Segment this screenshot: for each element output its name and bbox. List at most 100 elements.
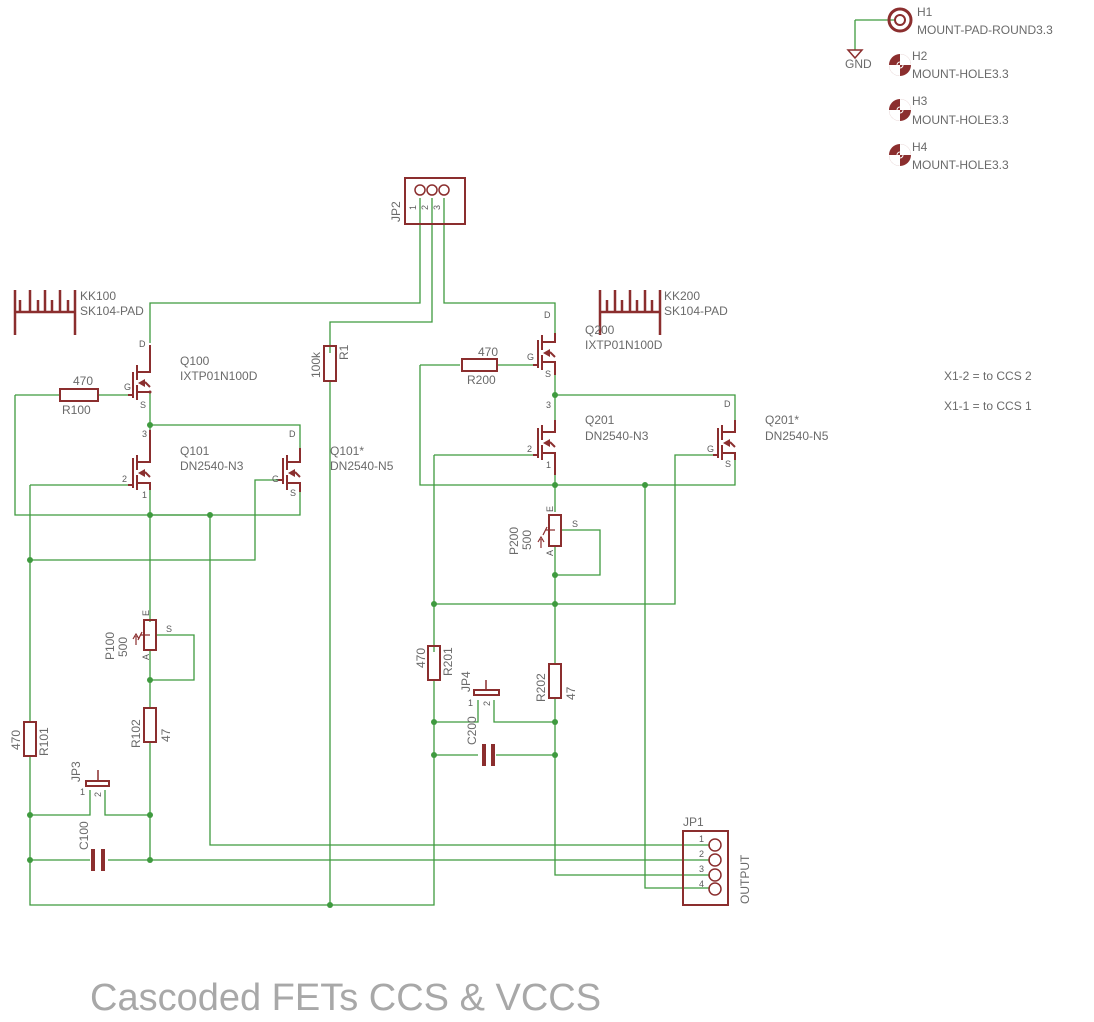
- q101-pin2: 2: [122, 474, 127, 484]
- q200-g: G: [527, 352, 534, 362]
- q201-pin1: 1: [546, 460, 551, 470]
- jp1-pin3: 3: [699, 864, 704, 874]
- heatsink-kk100: KK100 SK104-PAD: [13, 289, 144, 335]
- jp2-pin2: 2: [420, 205, 430, 210]
- h3-value: MOUNT-HOLE3.3: [912, 113, 1009, 127]
- mount-h4: H4 MOUNT-HOLE3.3: [889, 140, 1009, 172]
- pot-p200: E S A P200 500: [507, 506, 578, 556]
- q201s-d: D: [724, 399, 731, 409]
- c200-name: C200: [465, 716, 479, 745]
- p200-e: E: [545, 506, 555, 512]
- r101-value: 470: [9, 730, 23, 750]
- h2-name: H2: [912, 49, 928, 63]
- resistor-r101: 470 R101: [9, 721, 51, 757]
- q100-d: D: [139, 339, 146, 349]
- p100-value: 500: [116, 637, 130, 657]
- q200-s: S: [545, 369, 551, 379]
- jp2-pin1: 1: [408, 205, 418, 210]
- jp1-name: JP1: [683, 815, 704, 829]
- r100-name: R100: [62, 403, 91, 417]
- jp3-pin1: 1: [80, 787, 85, 797]
- kk200-value: SK104-PAD: [664, 304, 728, 318]
- h3-name: H3: [912, 94, 928, 108]
- pot-p100: E S A P100 500: [103, 610, 172, 660]
- q100-value: IXTP01N100D: [180, 369, 258, 383]
- q101-pin1: 1: [142, 490, 147, 500]
- resistor-r201: 470 R201: [414, 645, 455, 681]
- jp4-name: JP4: [459, 671, 473, 692]
- q101-pin3: 3: [142, 429, 147, 439]
- h1-name: H1: [917, 5, 933, 19]
- mosfet-q201-alt: D G S Q201* DN2540-N5: [707, 399, 829, 469]
- drawing-title: Cascoded FETs CCS & VCCS: [90, 977, 601, 1019]
- resistor-r202: R202 47: [534, 663, 578, 702]
- q101-value: DN2540-N3: [180, 459, 244, 473]
- mount-h3: H3 MOUNT-HOLE3.3: [889, 94, 1009, 127]
- p200-a: A: [545, 550, 555, 556]
- jumper-jp3: 1 2 JP3: [69, 761, 110, 797]
- h2-value: MOUNT-HOLE3.3: [912, 67, 1009, 81]
- q200-name: Q200: [585, 323, 615, 337]
- resistor-r1: 100k R1: [309, 344, 351, 382]
- note-2: X1-1 = to CCS 1: [944, 399, 1032, 413]
- q101s-s: S: [290, 488, 296, 498]
- p100-a: A: [141, 654, 151, 660]
- mosfet-q101: 3 2 1 Q101 DN2540-N3: [122, 429, 244, 500]
- mosfet-q100: D G S Q100 IXTP01N100D: [124, 339, 258, 410]
- jp4-pin1: 1: [468, 698, 473, 708]
- gnd-label: GND: [845, 57, 872, 71]
- jp1-pin2: 2: [699, 849, 704, 859]
- resistor-r200: 470 R200: [461, 345, 498, 387]
- p100-name: P100: [103, 632, 117, 660]
- q101s-d: D: [289, 429, 296, 439]
- q201s-value: DN2540-N5: [765, 429, 829, 443]
- wires: [14, 19, 900, 906]
- r202-name: R202: [534, 673, 548, 702]
- h1-value: MOUNT-PAD-ROUND3.3: [917, 23, 1053, 37]
- resistor-r100: 470 R100: [59, 374, 99, 417]
- q201-name: Q201: [585, 413, 615, 427]
- r102-name: R102: [129, 719, 143, 748]
- r100-value: 470: [73, 374, 93, 388]
- h4-name: H4: [912, 140, 928, 154]
- q100-name: Q100: [180, 354, 210, 368]
- gnd-symbol: GND: [845, 49, 872, 71]
- q101-name: Q101: [180, 444, 210, 458]
- q201s-name: Q201*: [765, 413, 799, 427]
- p100-s: S: [166, 624, 172, 634]
- q100-s: S: [140, 400, 146, 410]
- heatsink-kk200: KK200 SK104-PAD: [598, 289, 728, 335]
- mount-h2: H2 MOUNT-HOLE3.3: [889, 49, 1009, 81]
- q200-d: D: [544, 310, 551, 320]
- r102-value: 47: [159, 728, 173, 742]
- jp1-pin4: 4: [699, 879, 704, 889]
- jp2-name: JP2: [389, 201, 403, 222]
- h4-value: MOUNT-HOLE3.3: [912, 158, 1009, 172]
- p200-name: P200: [507, 527, 521, 555]
- kk100-name: KK100: [80, 289, 116, 303]
- q101s-g: G: [272, 474, 279, 484]
- c100-name: C100: [77, 821, 91, 850]
- jp1-output-connector: 1 2 3 4 JP1 OUTPUT: [682, 815, 752, 906]
- q101s-value: DN2540-N5: [330, 459, 394, 473]
- kk100-value: SK104-PAD: [80, 304, 144, 318]
- q200-value: IXTP01N100D: [585, 338, 663, 352]
- resistor-r102: R102 47: [129, 707, 173, 748]
- mosfet-q200: D G S Q200 IXTP01N100D: [527, 310, 663, 379]
- r200-value: 470: [478, 345, 498, 359]
- q201s-g: G: [707, 444, 714, 454]
- p200-s: S: [572, 519, 578, 529]
- kk200-name: KK200: [664, 289, 700, 303]
- jumper-jp4: 1 2 JP4: [459, 671, 500, 708]
- mosfet-q201: 3 2 1 Q201 DN2540-N3: [527, 400, 649, 475]
- mount-h1: H1 MOUNT-PAD-ROUND3.3: [887, 5, 1053, 37]
- q100-g: G: [124, 382, 131, 392]
- capacitor-c200: C200: [465, 716, 495, 766]
- jp3-pin2: 2: [93, 792, 103, 797]
- jp1-pin1: 1: [699, 834, 704, 844]
- jp1-output-label: OUTPUT: [738, 854, 752, 904]
- q201-pin3: 3: [546, 400, 551, 410]
- r202-value: 47: [564, 686, 578, 700]
- q201-pin2: 2: [527, 444, 532, 454]
